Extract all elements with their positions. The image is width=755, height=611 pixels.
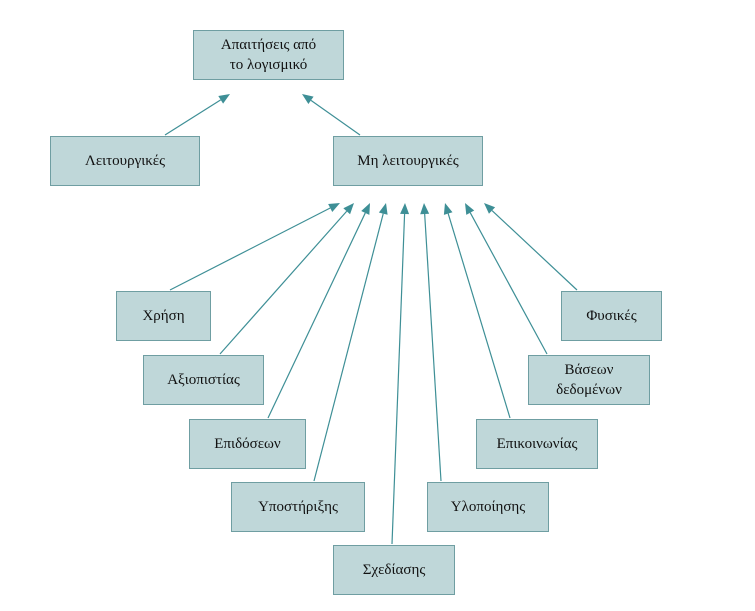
arrow-communication-to-nonfunctional [443, 203, 511, 419]
node-databases: Βάσεων δεδομένων [528, 355, 650, 405]
node-design: Σχεδίασης [333, 545, 455, 595]
node-root: Απαιτήσεις από το λογισμικό [193, 30, 344, 80]
node-support: Υποστήριξης [231, 482, 365, 532]
node-functional: Λειτουργικές [50, 136, 200, 186]
arrow-implementation-to-nonfunctional [420, 203, 442, 482]
arrow-reliability-to-nonfunctional [219, 203, 354, 355]
node-performance: Επιδόσεων [189, 419, 306, 469]
arrow-databases-to-nonfunctional [465, 203, 548, 355]
arrow-functional-to-root [164, 94, 230, 136]
arrow-design-to-nonfunctional [391, 203, 410, 545]
arrow-usage-to-nonfunctional [169, 203, 340, 291]
node-physical: Φυσικές [561, 291, 662, 341]
node-nonfunctional: Μη λειτουργικές [333, 136, 483, 186]
node-usage: Χρήση [116, 291, 211, 341]
arrow-physical-to-nonfunctional [484, 203, 578, 291]
node-communication: Επικοινωνίας [476, 419, 598, 469]
arrow-support-to-nonfunctional [313, 203, 388, 482]
node-reliability: Αξιοπιστίας [143, 355, 264, 405]
arrow-performance-to-nonfunctional [267, 203, 370, 419]
node-implementation: Υλοποίησης [427, 482, 549, 532]
arrow-nonfunctional-to-root [302, 94, 361, 136]
